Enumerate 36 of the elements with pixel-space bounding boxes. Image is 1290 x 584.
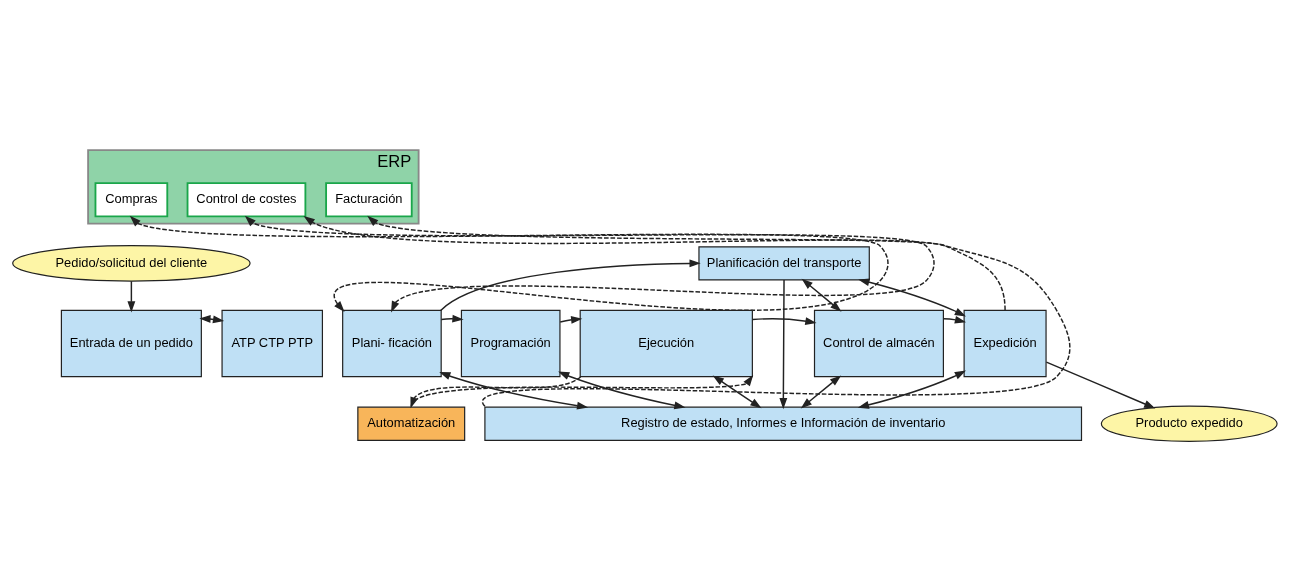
node-box: Entrada de un pedido [60, 309, 202, 378]
arrow [129, 215, 889, 313]
node-box: Control de costes [186, 182, 307, 218]
node-box: Planificación del transporte [698, 246, 870, 281]
arrow [303, 215, 1071, 407]
node-ellipse: Pedido/solicitud del cliente [12, 245, 251, 282]
arrow [558, 371, 686, 410]
arrow [751, 317, 817, 325]
node-box: Registro de estado, Informes e Información de inventario [484, 406, 1083, 441]
arrow [857, 370, 966, 409]
arrow [439, 371, 589, 410]
arrow [712, 375, 762, 409]
arrow [410, 375, 582, 409]
arrow [801, 278, 842, 312]
node-box: Control de almacén [813, 309, 944, 378]
node-box: ATP CTP PTP [221, 309, 323, 378]
arrow [858, 278, 966, 317]
arrow [800, 375, 842, 409]
node-ellipse: Producto expedido [1100, 405, 1278, 442]
node-box: Automatización [357, 406, 466, 441]
arrow [1045, 361, 1156, 409]
arrow [779, 279, 788, 410]
arrow [244, 215, 935, 313]
node-box: Facturación [325, 182, 413, 218]
node-box: Programación [460, 309, 561, 378]
node-box: Compras [94, 182, 169, 218]
arrow [942, 315, 967, 324]
arrow [440, 259, 701, 312]
arrow [367, 215, 1006, 312]
arrow [559, 316, 583, 324]
node-box: Expedición [963, 309, 1047, 378]
node-box: Plani- ficación [342, 309, 442, 378]
node-box: Ejecución [579, 309, 753, 378]
arrow [440, 314, 464, 323]
arrow [127, 280, 136, 313]
arrow [410, 374, 754, 407]
